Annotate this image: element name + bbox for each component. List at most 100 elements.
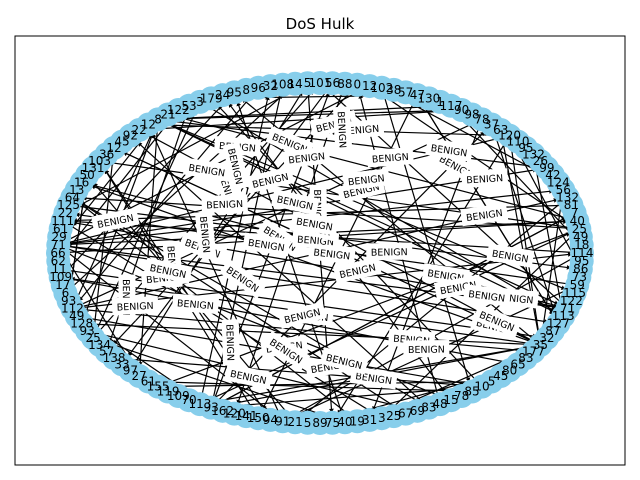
node-label: 83 <box>421 401 436 415</box>
node-label: 49 <box>69 309 84 323</box>
edge-label-box <box>342 168 391 191</box>
node-label: 66 <box>50 246 65 260</box>
graph-edge <box>81 181 541 346</box>
edge-label-text: BENIGN <box>197 216 212 254</box>
node-label: 127 <box>547 317 570 331</box>
node-label: 53 <box>181 99 196 113</box>
edge-label: BENIGN <box>460 202 509 227</box>
graph-edge <box>158 380 492 388</box>
edge-label-box <box>219 258 267 299</box>
node-label: 5 <box>304 416 312 430</box>
edge-label-text: BENIGN <box>465 208 503 224</box>
node-label: 11 <box>52 262 67 276</box>
node-label: 110 <box>507 135 530 149</box>
edge-arrowhead <box>566 265 571 270</box>
node-label: 64 <box>65 190 80 204</box>
node-label: 22 <box>132 123 147 137</box>
node-label: 25 <box>386 409 401 423</box>
node-label: 87 <box>545 324 560 338</box>
node-label: 3 <box>378 411 386 425</box>
node-label: 69 <box>410 404 425 418</box>
node-label: 33 <box>114 357 129 371</box>
edge-label-box <box>290 211 339 236</box>
node-label: 124 <box>547 175 570 189</box>
node-label: 90 <box>454 103 469 117</box>
edge-label: BENIGN <box>224 363 273 390</box>
node-label: 134 <box>88 338 111 352</box>
graph-node <box>295 71 320 96</box>
edge-label-box <box>194 210 217 259</box>
edge-label-box <box>366 147 414 168</box>
edge-label-box <box>403 340 450 358</box>
edge-label-box <box>270 188 320 216</box>
graph-edge <box>92 101 201 339</box>
edge-label-box <box>462 284 511 307</box>
node-label: 101 <box>309 76 332 90</box>
node-label: 81 <box>564 198 579 212</box>
node-label: 17 <box>55 278 70 292</box>
node-label: 141 <box>235 409 258 423</box>
node-label: 5 <box>488 374 496 388</box>
node-label: 6 <box>62 286 70 300</box>
node-label: 73 <box>572 270 587 284</box>
node-label: 93 <box>79 324 94 338</box>
node-label: 26 <box>533 154 548 168</box>
node-label: 113 <box>552 309 575 323</box>
graph-edge <box>62 220 383 419</box>
edge-label-box <box>262 330 311 371</box>
edge-label-text: BENIGN <box>371 247 408 259</box>
edge-label: BENIGN <box>201 194 248 214</box>
node-label: 63 <box>493 123 508 137</box>
edge-label-box <box>425 137 474 162</box>
graph-edge <box>532 154 564 317</box>
node-label: 18 <box>574 238 589 252</box>
edge-arrowhead <box>75 212 80 218</box>
node-label: 31 <box>362 413 377 427</box>
node-label: 38 <box>386 83 401 97</box>
edge-label: BENIGN <box>461 168 509 189</box>
node-label: 61 <box>141 374 156 388</box>
node-label: 49 <box>573 230 588 244</box>
node-label: 70 <box>181 393 196 407</box>
graph-edge <box>148 380 472 393</box>
edge-label-box <box>277 301 327 329</box>
figure-title: DoS Hulk <box>286 15 355 33</box>
edge-label: BENIGN <box>245 166 295 194</box>
node-label: 155 <box>147 380 170 394</box>
edge-label-box <box>201 194 248 214</box>
graph-edge <box>369 85 580 230</box>
node-label: 115 <box>563 286 586 300</box>
node-label: 132 <box>556 190 579 204</box>
node-label: 111 <box>51 214 74 228</box>
edge-label: BENIGN <box>290 211 339 236</box>
edge-label: BENIGN <box>366 147 414 168</box>
edge-label: BENIGN <box>366 242 413 261</box>
edge-label-text: BENIGN <box>206 199 243 211</box>
edge-arrowhead <box>329 408 334 413</box>
graph-edge <box>57 109 179 262</box>
edge-label-text: BENIGN <box>288 151 326 166</box>
edge-arrowhead <box>567 252 573 257</box>
edge-label-box <box>245 166 295 194</box>
graph-edge <box>92 337 346 423</box>
edge-label-box <box>319 347 369 375</box>
edge-label-text: BENIGN <box>177 298 215 312</box>
graph-edge <box>381 87 473 392</box>
node-label: 27 <box>132 369 147 383</box>
node-label: 15 <box>443 393 458 407</box>
node-label: 131 <box>82 161 105 175</box>
node-label: 93 <box>204 401 219 415</box>
graph-edge <box>81 323 541 346</box>
node-label: 22 <box>58 206 73 220</box>
node-label: 48 <box>432 397 447 411</box>
graph-edge <box>509 135 542 345</box>
edge-label-text: BENIGN <box>408 345 445 356</box>
edge-label-text: BENIGN <box>466 173 504 186</box>
edge-label: BENIGN <box>143 257 193 284</box>
node-label: 0 <box>353 78 361 92</box>
edge-label-box <box>333 257 382 284</box>
node-label: 177 <box>522 345 545 359</box>
node-label: 75 <box>325 416 340 430</box>
edge-label-box <box>242 232 291 257</box>
